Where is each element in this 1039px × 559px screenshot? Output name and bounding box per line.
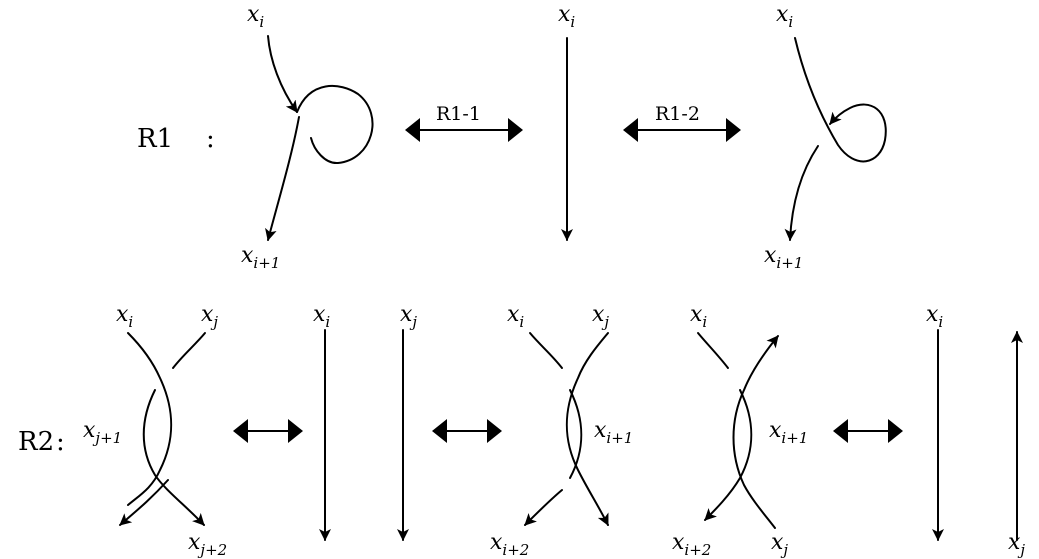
r2-d2-left-label: xi xyxy=(313,302,330,331)
r1-right-out-strand xyxy=(784,145,819,241)
r1-right-bottom-label: xi+1 xyxy=(764,243,803,272)
r2-d4-middle-label: xi+1 xyxy=(769,418,808,447)
r2-d3-bottom-left-label: xi+2 xyxy=(490,530,529,559)
r2-diagram-1 xyxy=(119,332,206,526)
r2-diagram-4 xyxy=(697,332,779,529)
r2-d4-strand-upward xyxy=(732,335,779,529)
r2-d1-top-left-label: xi xyxy=(116,302,133,331)
r1-left-in-strand xyxy=(267,35,298,113)
r2-d2-right-label: xj xyxy=(400,302,417,331)
r2-d4-bottom-left-label: xi+2 xyxy=(672,530,711,559)
r2-row-label: R2 xyxy=(18,427,54,457)
r1-left-bottom-label: xi+1 xyxy=(241,243,280,272)
r2-d5-right-label: xj xyxy=(1008,530,1025,559)
r1-row-colon: : xyxy=(206,124,215,154)
r2-d4-top-left-label: xi xyxy=(690,302,707,331)
r2-d3-middle-label: xi+1 xyxy=(594,418,633,447)
r2-double-arrow-1 xyxy=(233,419,303,443)
r2-d3-strand-right-curve xyxy=(569,389,583,479)
r2-d1-bottom-right-label: xj+2 xyxy=(188,530,227,559)
r1-right-loop-strand xyxy=(794,37,887,163)
r1-2-label: R1-2 xyxy=(655,103,700,125)
r2-d3-strand-main xyxy=(565,332,609,526)
r2-row-colon: : xyxy=(56,427,65,457)
r2-d3-strand-top-left xyxy=(529,332,563,369)
r1-right-top-label: xi xyxy=(776,2,793,31)
r2-d4-bottom-right-label: xj xyxy=(771,530,788,559)
r2-d1-strand-bottom-left xyxy=(119,479,169,526)
r2-d1-top-right-label: xj xyxy=(201,302,218,331)
r1-left-loop xyxy=(296,84,374,165)
r1-2-double-arrow: R1-2 xyxy=(623,103,741,142)
r2-d4-strand-top-left xyxy=(697,332,729,369)
r2-d1-strand-right-top xyxy=(172,332,206,369)
r1-left-out-strand xyxy=(265,116,300,241)
r2-double-arrow-3 xyxy=(833,419,903,443)
r2-d1-middle-label: xj+1 xyxy=(83,418,122,447)
r1-left-kink xyxy=(265,35,374,241)
r2-d5-left-label: xi xyxy=(926,302,943,331)
r2-d1-strand-left-curve xyxy=(142,389,205,526)
r2-double-arrow-2 xyxy=(432,419,502,443)
r2-d3-strand-bottom-left xyxy=(524,489,563,526)
r1-1-double-arrow: R1-1 xyxy=(405,103,523,142)
r2-d1-strand-left-top xyxy=(127,332,173,506)
r1-left-top-label: xi xyxy=(247,2,264,31)
r1-middle-top-label: xi xyxy=(558,2,575,31)
r1-right-kink xyxy=(784,37,887,241)
r2-d3-top-right-label: xj xyxy=(592,302,609,331)
r1-row-label: R1 xyxy=(137,124,173,154)
r2-diagram-3 xyxy=(524,332,609,526)
r1-1-label: R1-1 xyxy=(436,103,481,125)
r2-d4-strand-left-down xyxy=(704,389,753,521)
r2-d3-top-left-label: xi xyxy=(507,302,524,331)
